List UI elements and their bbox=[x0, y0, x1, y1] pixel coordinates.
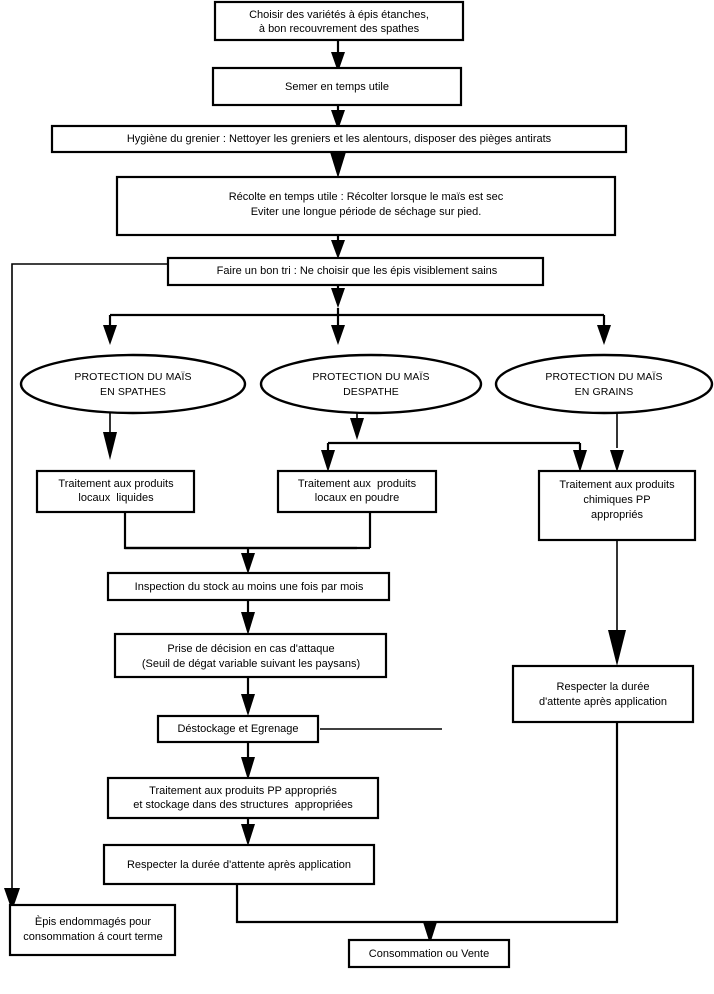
node-traitement-chimiques-line2: chimiques PP bbox=[583, 494, 650, 506]
node-recolte-line2: Eviter une longue période de séchage sur… bbox=[251, 206, 482, 218]
arrowhead-semer-to-hygiene bbox=[331, 110, 345, 130]
node-semer-line1: Semer en temps utile bbox=[285, 81, 389, 93]
node-inspection-stock[interactable]: Inspection du stock au moins une fois pa… bbox=[106, 571, 391, 602]
node-choisir-varietes-line2: à bon recouvrement des spathes bbox=[259, 23, 420, 35]
node-semer[interactable]: Semer en temps utile bbox=[211, 66, 463, 107]
node-protection-grains-ellipse[interactable] bbox=[494, 353, 714, 415]
node-respecter-duree-right-line2: d'attente après application bbox=[539, 696, 667, 708]
node-traitement-liquides-line2: locaux liquides bbox=[78, 492, 154, 504]
connector-bontri-to-epis bbox=[11, 263, 168, 895]
arrowhead-spathes-to-liquides bbox=[103, 432, 117, 460]
connector-liquides-merge bbox=[123, 512, 357, 550]
node-epis-endommages-box[interactable] bbox=[8, 903, 177, 957]
arrowhead-despathe-to-poudre bbox=[321, 450, 335, 472]
node-protection-despathe-line1: PROTECTION DU MAÏS bbox=[312, 371, 429, 383]
arrowhead-chimiques-to-respecter-right bbox=[608, 630, 626, 666]
node-bon-tri-box[interactable] bbox=[166, 256, 545, 287]
node-traitement-pp-stockage[interactable]: Traitement aux produits PP appropriés et… bbox=[106, 776, 380, 820]
node-protection-spathes[interactable]: PROTECTION DU MAÏS EN SPATHES bbox=[19, 353, 247, 415]
node-traitement-liquides-line1: Traitement aux produits bbox=[58, 478, 174, 490]
node-recolte-line1: Récolte en temps utile : Récolter lorsqu… bbox=[229, 191, 504, 203]
node-respecter-duree-right-box[interactable] bbox=[511, 664, 695, 724]
node-traitement-chimiques-line3: appropriés bbox=[591, 509, 643, 521]
arrowhead-recolte-to-bontri bbox=[331, 240, 345, 259]
node-consommation-vente[interactable]: Consommation ou Vente bbox=[347, 938, 511, 969]
node-bon-tri[interactable]: Faire un bon tri : Ne choisir que les ép… bbox=[166, 256, 545, 287]
node-destockage-box[interactable] bbox=[156, 714, 320, 744]
node-hygiene-grenier[interactable]: Hygiène du grenier : Nettoyer les grenie… bbox=[50, 124, 628, 154]
node-protection-spathes-line2: EN SPATHES bbox=[100, 386, 166, 398]
connector-respecter-right-to-consommation bbox=[430, 722, 619, 924]
arrowhead-hygiene-to-recolte bbox=[330, 152, 346, 178]
arrowhead-to-consommation bbox=[423, 922, 437, 944]
node-respecter-duree-left-box[interactable] bbox=[102, 843, 376, 886]
node-consommation-vente-box[interactable] bbox=[347, 938, 511, 969]
arrowhead-merge-to-inspection bbox=[241, 553, 255, 574]
node-recolte-box[interactable] bbox=[115, 175, 617, 237]
arrowhead-bontri-to-epis bbox=[4, 888, 20, 911]
arrowhead-choisir-to-semer bbox=[331, 52, 345, 72]
node-traitement-pp-stockage-line1: Traitement aux produits PP appropriés bbox=[149, 785, 337, 797]
node-traitement-chimiques-line1: Traitement aux produits bbox=[559, 479, 675, 491]
arrowhead-to-despathe bbox=[331, 325, 345, 345]
arrowhead-to-grains bbox=[597, 325, 611, 345]
arrowhead-pp-to-respecter bbox=[241, 824, 255, 846]
node-traitement-pp-stockage-line2: et stockage dans des structures appropri… bbox=[133, 799, 353, 811]
node-respecter-duree-right[interactable]: Respecter la durée d'attente après appli… bbox=[511, 664, 695, 724]
node-destockage[interactable]: Déstockage et Egrenage bbox=[156, 714, 320, 744]
node-protection-grains-line1: PROTECTION DU MAÏS bbox=[545, 371, 662, 383]
arrowhead-inspection-to-decision bbox=[241, 612, 255, 635]
node-epis-endommages[interactable]: Èpis endommagés pour consommation á cour… bbox=[8, 903, 177, 957]
node-recolte[interactable]: Récolte en temps utile : Récolter lorsqu… bbox=[115, 175, 617, 237]
node-prise-decision-box[interactable] bbox=[113, 632, 388, 679]
node-protection-despathe-line2: DESPATHE bbox=[343, 386, 399, 398]
node-protection-grains[interactable]: PROTECTION DU MAÏS EN GRAINS bbox=[494, 353, 714, 415]
node-epis-endommages-line1: Èpis endommagés pour bbox=[35, 915, 152, 928]
node-prise-decision-line2: (Seuil de dégat variable suivant les pay… bbox=[142, 658, 360, 670]
node-protection-despathe[interactable]: PROTECTION DU MAÏS DESPATHE bbox=[259, 353, 483, 415]
node-protection-grains-line2: EN GRAINS bbox=[575, 386, 634, 398]
node-epis-endommages-line2: consommation á court terme bbox=[23, 931, 162, 943]
arrowhead-despathe-down bbox=[350, 418, 364, 440]
arrowhead-destockage-to-pp bbox=[241, 757, 255, 780]
node-traitement-liquides[interactable]: Traitement aux produits locaux liquides bbox=[35, 469, 196, 514]
arrowhead-decision-to-destockage bbox=[241, 694, 255, 716]
connector-respecter-to-consommation bbox=[235, 884, 430, 924]
arrowhead-despathe-to-chimiques bbox=[573, 450, 587, 472]
node-hygiene-grenier-line1: Hygiène du grenier : Nettoyer les grenie… bbox=[127, 133, 552, 145]
node-bon-tri-line1: Faire un bon tri : Ne choisir que les ép… bbox=[217, 265, 498, 277]
node-respecter-duree-left-line1: Respecter la durée d'attente après appli… bbox=[127, 859, 351, 871]
arrowhead-bontri-down bbox=[331, 288, 345, 308]
node-traitement-poudre[interactable]: Traitement aux produits locaux en poudre bbox=[276, 469, 438, 514]
node-inspection-stock-line1: Inspection du stock au moins une fois pa… bbox=[135, 581, 364, 593]
node-traitement-chimiques[interactable]: Traitement aux produits chimiques PP app… bbox=[537, 469, 697, 542]
node-protection-spathes-ellipse[interactable] bbox=[19, 353, 247, 415]
node-prise-decision[interactable]: Prise de décision en cas d'attaque (Seui… bbox=[113, 632, 388, 679]
node-respecter-duree-right-line1: Respecter la durée bbox=[557, 681, 650, 693]
arrowhead-grains-to-chimiques bbox=[610, 450, 624, 472]
node-traitement-pp-stockage-box[interactable] bbox=[106, 776, 380, 820]
node-protection-spathes-line1: PROTECTION DU MAÏS bbox=[74, 371, 191, 383]
node-respecter-duree-left[interactable]: Respecter la durée d'attente après appli… bbox=[102, 843, 376, 886]
node-destockage-line1: Déstockage et Egrenage bbox=[177, 723, 298, 735]
node-inspection-stock-box[interactable] bbox=[106, 571, 391, 602]
node-consommation-vente-line1: Consommation ou Vente bbox=[369, 948, 489, 960]
arrowhead-to-spathes bbox=[103, 325, 117, 345]
node-protection-despathe-ellipse[interactable] bbox=[259, 353, 483, 415]
node-traitement-liquides-box[interactable] bbox=[35, 469, 196, 514]
node-traitement-poudre-line1: Traitement aux produits bbox=[298, 478, 417, 490]
node-choisir-varietes[interactable]: Choisir des variétés à épis étanches, à … bbox=[213, 0, 465, 42]
node-choisir-varietes-box[interactable] bbox=[213, 0, 465, 42]
node-traitement-poudre-box[interactable] bbox=[276, 469, 438, 514]
node-traitement-poudre-line2: locaux en poudre bbox=[315, 492, 399, 504]
node-choisir-varietes-line1: Choisir des variétés à épis étanches, bbox=[249, 9, 429, 21]
node-hygiene-grenier-box[interactable] bbox=[50, 124, 628, 154]
node-semer-box[interactable] bbox=[211, 66, 463, 107]
node-traitement-chimiques-box[interactable] bbox=[537, 469, 697, 542]
node-prise-decision-line1: Prise de décision en cas d'attaque bbox=[167, 643, 334, 655]
